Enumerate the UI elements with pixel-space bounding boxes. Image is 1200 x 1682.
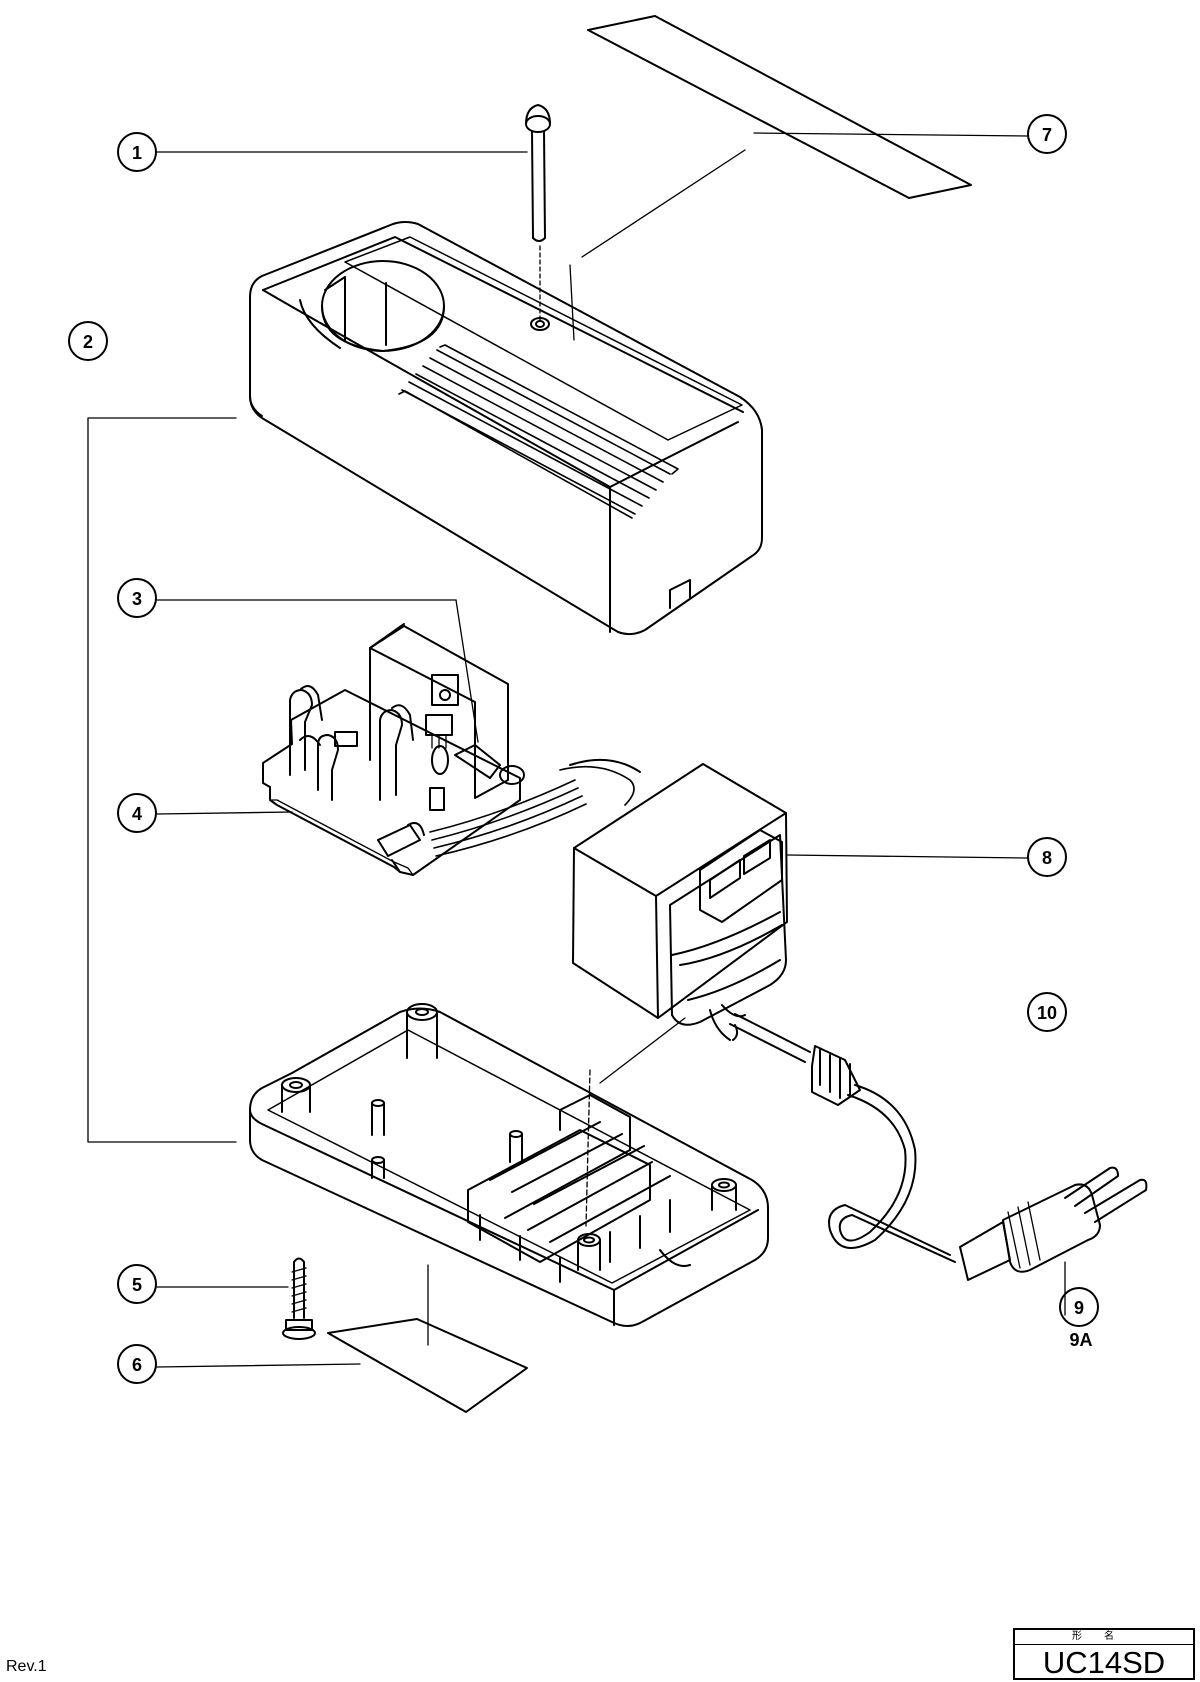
pin-part-1 [156,104,551,321]
model-number: UC14SD [1042,1645,1166,1680]
base-case [249,1003,769,1346]
revision-label: Rev.1 [6,1658,47,1675]
model-title-block: 形名 UC14SD [1013,1628,1195,1680]
pcb-assembly-part-4 [156,599,641,876]
upper-case-part-2 [87,221,763,1143]
name-plate-part-6 [156,1318,528,1413]
transformer-part-8 [572,763,1028,1026]
title-block-header: 形名 [1015,1630,1193,1645]
screw-part-5 [156,1257,316,1340]
power-cord-part-9 [599,1004,1148,1316]
label-plate-part-7 [569,15,1028,341]
